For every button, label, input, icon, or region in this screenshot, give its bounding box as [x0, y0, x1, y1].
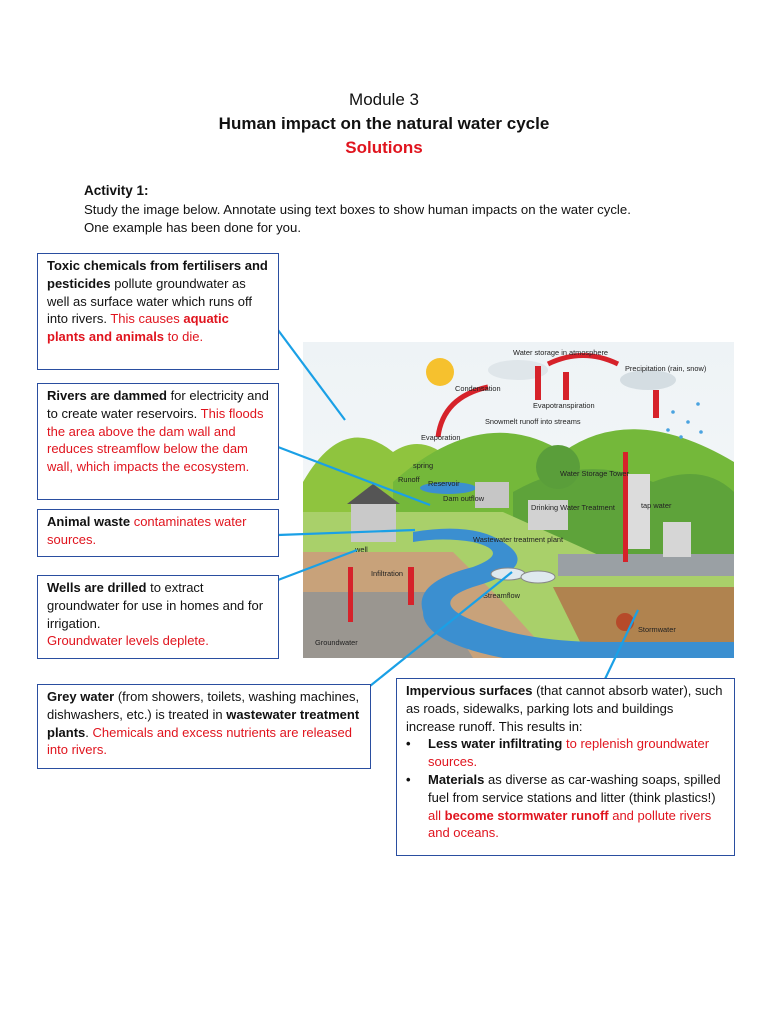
annotation-animal-waste: Animal waste contaminates water sources.: [37, 509, 279, 557]
connector-rivers: [278, 447, 430, 505]
bullet-2-red: all: [428, 808, 445, 823]
annotation-wells: Wells are drilled to extract groundwater…: [37, 575, 279, 659]
annotation-impervious-surfaces: Impervious surfaces (that cannot absorb …: [396, 678, 735, 856]
wells-bold: Wells are drilled: [47, 580, 146, 595]
connector-animal: [278, 530, 415, 535]
bullet-2-red-bold: become stormwater runoff: [445, 808, 609, 823]
annotation-grey-water: Grey water (from showers, toilets, washi…: [37, 684, 371, 769]
impervious-bold: Impervious surfaces: [406, 683, 532, 698]
bullet-2-bold: Materials: [428, 772, 484, 787]
animal-bold: Animal waste: [47, 514, 130, 529]
rivers-bold: Rivers are dammed: [47, 388, 167, 403]
connector-impervious: [605, 610, 638, 679]
connector-wells: [278, 550, 357, 580]
impervious-bullet-2: • Materials as diverse as car-washing so…: [406, 771, 726, 842]
annotation-toxic-chemicals: Toxic chemicals from fertilisers and pes…: [37, 253, 279, 370]
grey-red: Chemicals and excess nutrients are relea…: [47, 725, 352, 758]
grey-bold: Grey water: [47, 689, 114, 704]
wells-red: Groundwater levels deplete.: [47, 632, 270, 650]
annotation-rivers-dammed: Rivers are dammed for electricity and to…: [37, 383, 279, 500]
impervious-bullet-1: • Less water infiltrating to replenish g…: [406, 735, 726, 771]
connector-toxic: [278, 330, 345, 420]
toxic-red: This causes: [110, 311, 183, 326]
connector-grey: [370, 572, 512, 686]
toxic-red-end: to die.: [164, 329, 203, 344]
bullet-1-bold: Less water infiltrating: [428, 736, 562, 751]
bullet-marker: •: [406, 735, 428, 771]
grey-text-2: .: [85, 725, 92, 740]
bullet-marker: •: [406, 771, 428, 842]
